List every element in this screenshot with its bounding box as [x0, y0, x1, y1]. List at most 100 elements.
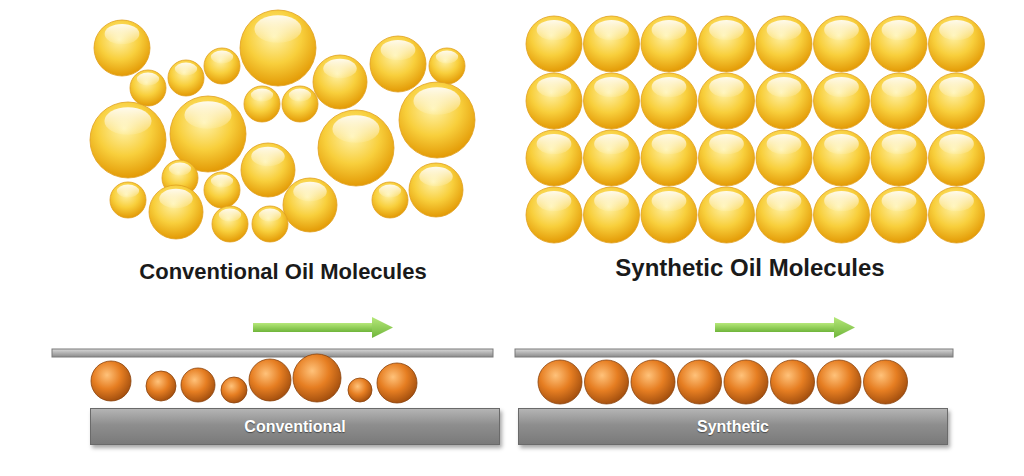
oil-molecule [929, 73, 985, 129]
oil-molecule [756, 16, 812, 72]
oil-molecule-shine [254, 15, 301, 42]
film-molecule [864, 360, 908, 404]
film-molecule [249, 359, 291, 401]
film-molecule-body [771, 360, 815, 404]
oil-molecule-shine [882, 191, 917, 211]
film-molecule [348, 378, 372, 402]
synthetic-molecules [526, 16, 985, 243]
oil-molecule-shine [251, 89, 273, 102]
oil-molecule-body [130, 70, 166, 106]
oil-molecule-shine [709, 77, 744, 97]
oil-molecule-body [871, 16, 927, 72]
oil-molecule [244, 86, 280, 122]
oil-molecule [756, 187, 812, 243]
oil-molecule [699, 16, 755, 72]
film-molecule [377, 363, 417, 403]
oil-molecule-body [110, 182, 146, 218]
oil-molecule [871, 16, 927, 72]
oil-molecule-shine [289, 89, 311, 102]
oil-molecule-shine [159, 189, 192, 208]
arrow-shaft [715, 323, 835, 332]
oil-molecule-shine [709, 20, 744, 40]
top-plate [52, 349, 953, 357]
oil-molecule-body [756, 73, 812, 129]
oil-molecule-body [429, 48, 465, 84]
oil-molecule-body [94, 20, 150, 76]
oil-molecule [814, 16, 870, 72]
motion-arrow [253, 317, 855, 338]
film-molecule [146, 371, 176, 401]
film-molecule-body [631, 360, 675, 404]
oil-molecule-body [756, 16, 812, 72]
oil-molecule-body [871, 187, 927, 243]
oil-molecule [526, 187, 582, 243]
oil-molecule [204, 172, 240, 208]
oil-molecule-body [90, 102, 166, 178]
oil-molecule-shine [594, 134, 629, 154]
oil-molecule [240, 10, 316, 86]
oil-molecule-body [409, 163, 463, 217]
oil-molecule-shine [767, 77, 802, 97]
oil-molecule-body [526, 16, 582, 72]
film-molecule-body [181, 368, 215, 402]
panel-heading: Synthetic Oil Molecules [615, 254, 884, 282]
oil-molecule-shine [767, 134, 802, 154]
oil-molecule-shine [537, 77, 572, 97]
oil-molecule [372, 182, 408, 218]
oil-molecule-shine [652, 20, 687, 40]
arrow-head [834, 317, 855, 338]
film-molecule [585, 360, 629, 404]
oil-molecule-shine [184, 101, 231, 128]
oil-molecule-shine [594, 191, 629, 211]
oil-molecule-shine [767, 191, 802, 211]
oil-molecule-body [871, 130, 927, 186]
oil-molecule-body [584, 187, 640, 243]
oil-molecule [814, 130, 870, 186]
oil-molecule [252, 206, 288, 242]
oil-molecule-body [318, 110, 394, 186]
oil-molecule-shine [137, 73, 159, 86]
oil-molecule-shine [537, 134, 572, 154]
oil-molecule-shine [175, 63, 197, 76]
oil-molecule-body [399, 82, 475, 158]
oil-molecule-body [929, 130, 985, 186]
oil-molecule [756, 73, 812, 129]
oil-molecule [641, 16, 697, 72]
oil-molecule-body [756, 130, 812, 186]
oil-molecule-shine [379, 185, 401, 198]
oil-molecule-body [756, 187, 812, 243]
film-molecule [678, 360, 722, 404]
oil-molecule [929, 16, 985, 72]
oil-molecule [929, 130, 985, 186]
oil-molecule [699, 130, 755, 186]
oil-molecule [929, 187, 985, 243]
oil-molecule-body [641, 73, 697, 129]
film-molecule [724, 360, 768, 404]
oil-molecule [313, 55, 367, 109]
oil-molecule-body [929, 73, 985, 129]
arrow-shaft [253, 323, 373, 332]
film-molecule [817, 360, 861, 404]
oil-molecule [526, 16, 582, 72]
oil-molecule-shine [105, 24, 140, 44]
sliding-plate [52, 349, 493, 357]
oil-molecule-body [526, 73, 582, 129]
oil-molecule [168, 60, 204, 96]
oil-molecule-shine [939, 191, 974, 211]
film-molecule-body [91, 361, 131, 401]
film-molecule [631, 360, 675, 404]
oil-molecule [212, 206, 248, 242]
oil-molecule-body [244, 86, 280, 122]
oil-molecule-body [584, 130, 640, 186]
oil-molecule-shine [939, 20, 974, 40]
oil-molecule [584, 187, 640, 243]
film-molecule [538, 360, 582, 404]
oil-molecule [871, 187, 927, 243]
oil-molecule-body [204, 48, 240, 84]
oil-molecule-shine [824, 20, 859, 40]
oil-molecule-body [204, 172, 240, 208]
base-plate: Conventional [90, 408, 500, 445]
film-molecule-body [538, 360, 582, 404]
panel-heading: Conventional Oil Molecules [139, 259, 426, 285]
